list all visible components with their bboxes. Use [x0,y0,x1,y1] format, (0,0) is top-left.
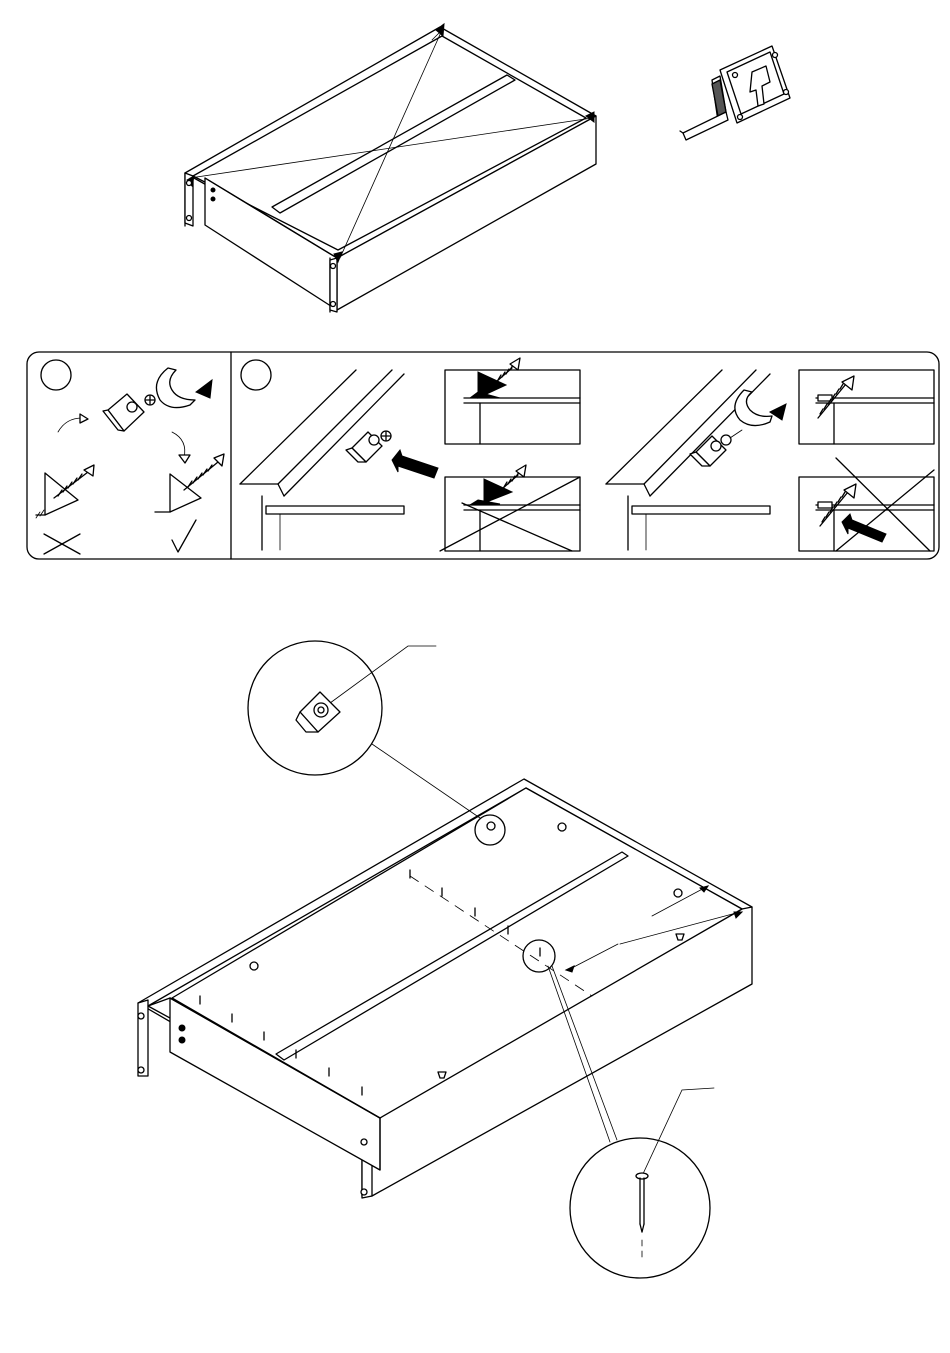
rotate-arrow-icon [58,418,82,432]
step-marker-1 [41,360,71,390]
wrong-inset [440,465,580,551]
drawer-body [138,779,752,1198]
screw-icon [36,465,94,518]
drill-rotation-icon [156,368,212,408]
screw-icon [155,454,224,512]
panel-corner-detail-drill [606,370,786,550]
tape-measure-icon [680,46,790,140]
wrong-cross-icon [44,534,80,554]
corner-block-detail-icon [248,641,480,818]
wrong-inset [799,458,934,551]
correct-inset [799,370,934,444]
correct-check-icon [172,520,196,552]
drawer-frame-diagonal-check [185,24,596,312]
corner-block-icon [103,394,155,431]
rotate-arrow-icon [172,432,185,458]
push-arrow-icon [392,450,438,478]
panel-corner-detail [240,370,404,550]
corner-block-steps [27,352,939,559]
step-marker-2 [241,360,271,390]
correct-inset [445,358,580,444]
